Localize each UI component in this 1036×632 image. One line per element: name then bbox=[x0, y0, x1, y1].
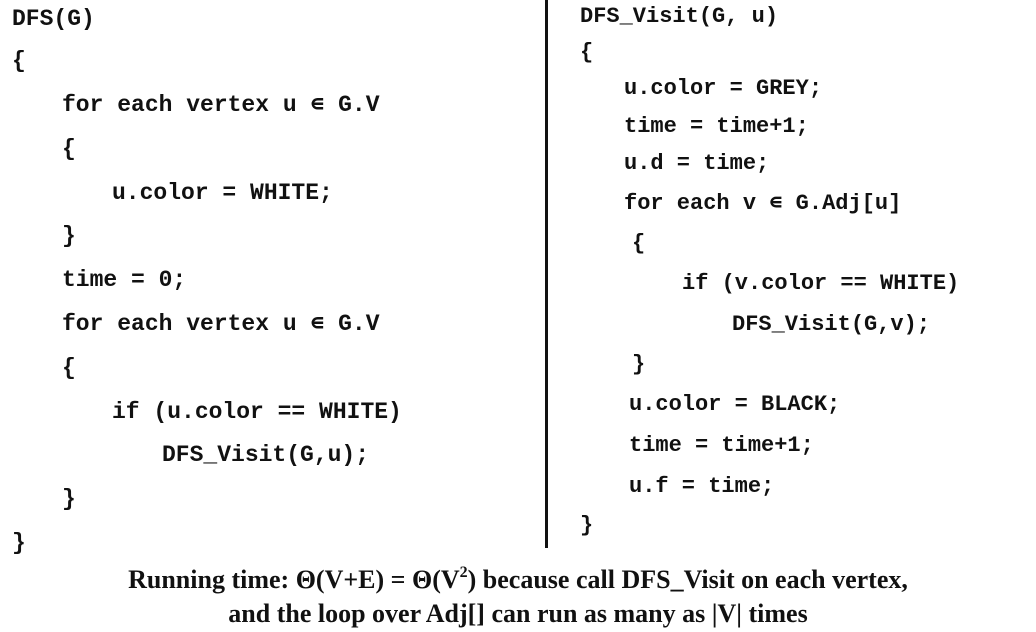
code-line: for each vertex u ∊ G.V bbox=[62, 92, 380, 118]
code-line: DFS(G) bbox=[12, 6, 95, 32]
code-line: { bbox=[12, 48, 26, 74]
running-time-caption-line-2: and the loop over Adj[] can run as many … bbox=[228, 599, 808, 628]
running-time-caption-line-1: Running time: Θ(V+E) = Θ(V2) because cal… bbox=[0, 564, 1036, 594]
caption-text: ) because call DFS_Visit on each vertex, bbox=[467, 565, 908, 594]
code-line: time = time+1; bbox=[629, 433, 814, 458]
code-line: u.color = BLACK; bbox=[629, 392, 841, 417]
code-line: } bbox=[12, 530, 26, 556]
code-line: } bbox=[632, 352, 646, 377]
code-line: DFS_Visit(G, u) bbox=[580, 4, 779, 29]
code-line: } bbox=[580, 513, 594, 538]
code-line: if (v.color == WHITE) bbox=[682, 271, 960, 296]
code-line: { bbox=[62, 355, 76, 381]
code-line: { bbox=[62, 136, 76, 162]
code-line: DFS_Visit(G,v); bbox=[732, 312, 931, 337]
code-line: DFS_Visit(G,u); bbox=[162, 442, 370, 468]
code-line: u.d = time; bbox=[624, 151, 770, 176]
code-line: time = 0; bbox=[62, 267, 187, 293]
code-line: u.color = WHITE; bbox=[112, 180, 333, 206]
code-line: } bbox=[62, 223, 76, 249]
code-line: for each v ∊ G.Adj[u] bbox=[624, 191, 902, 216]
caption-text: Running time: Θ(V+E) = Θ(V bbox=[128, 565, 460, 594]
caption-superscript: 2 bbox=[459, 564, 468, 581]
code-line: { bbox=[632, 231, 646, 256]
code-line: u.f = time; bbox=[629, 474, 775, 499]
code-line: { bbox=[580, 40, 594, 65]
code-line: u.color = GREY; bbox=[624, 76, 823, 101]
code-line: time = time+1; bbox=[624, 114, 809, 139]
code-line: if (u.color == WHITE) bbox=[112, 399, 402, 425]
code-line: for each vertex u ∊ G.V bbox=[62, 311, 380, 337]
column-divider bbox=[545, 0, 548, 548]
code-line: } bbox=[62, 486, 76, 512]
